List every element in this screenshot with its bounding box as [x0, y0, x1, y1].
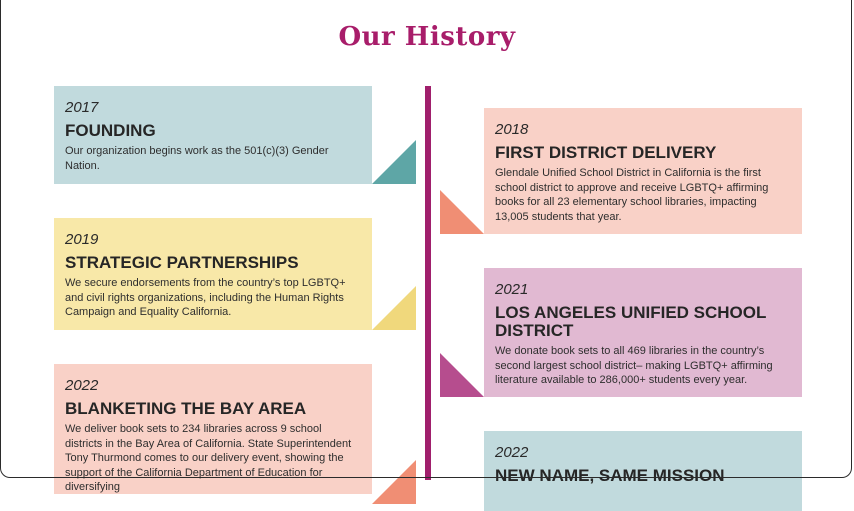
- timeline-card-2022-bay-area: 2022 BLANKETING THE BAY AREA We deliver …: [54, 364, 372, 494]
- card-pointer: [372, 460, 416, 504]
- card-pointer: [440, 190, 484, 234]
- timeline-heading: BLANKETING THE BAY AREA: [65, 399, 307, 418]
- timeline-card-2021-lausd: 2021 LOS ANGELES UNIFIED SCHOOL DISTRICT…: [484, 268, 802, 397]
- timeline-card-2019-partnerships: 2019 STRATEGIC PARTNERSHIPS We secure en…: [54, 218, 372, 330]
- timeline-year: 2021: [495, 281, 529, 298]
- timeline-heading: STRATEGIC PARTNERSHIPS: [65, 253, 299, 272]
- timeline-heading: FOUNDING: [65, 121, 156, 140]
- timeline-body: We donate book sets to all 469 libraries…: [495, 345, 773, 386]
- page-title: Our History: [338, 22, 516, 52]
- timeline-card-2018-first-district: 2018 FIRST DISTRICT DELIVERY Glendale Un…: [484, 108, 802, 234]
- timeline-heading: LOS ANGELES UNIFIED SCHOOL DISTRICT: [495, 303, 767, 340]
- timeline-year: 2022: [495, 444, 529, 461]
- timeline-year: 2022: [65, 377, 99, 394]
- timeline-body: We deliver book sets to 234 libraries ac…: [65, 423, 352, 493]
- card-pointer: [440, 353, 484, 397]
- timeline-line: [425, 86, 431, 480]
- timeline-body: Glendale Unified School District in Cali…: [495, 167, 769, 223]
- timeline-heading: FIRST DISTRICT DELIVERY: [495, 143, 717, 162]
- timeline-card-2022-new-name: 2022 NEW NAME, SAME MISSION: [484, 431, 802, 511]
- timeline-year: 2017: [65, 99, 99, 116]
- timeline-body: Our organization begins work as the 501(…: [65, 145, 329, 172]
- timeline-year: 2018: [495, 121, 529, 138]
- timeline-heading: NEW NAME, SAME MISSION: [495, 466, 725, 485]
- card-pointer: [372, 286, 416, 330]
- timeline-body: We secure endorsements from the country’…: [65, 277, 346, 318]
- card-pointer: [372, 140, 416, 184]
- timeline-year: 2019: [65, 231, 99, 248]
- timeline-card-2017-founding: 2017 FOUNDING Our organization begins wo…: [54, 86, 372, 184]
